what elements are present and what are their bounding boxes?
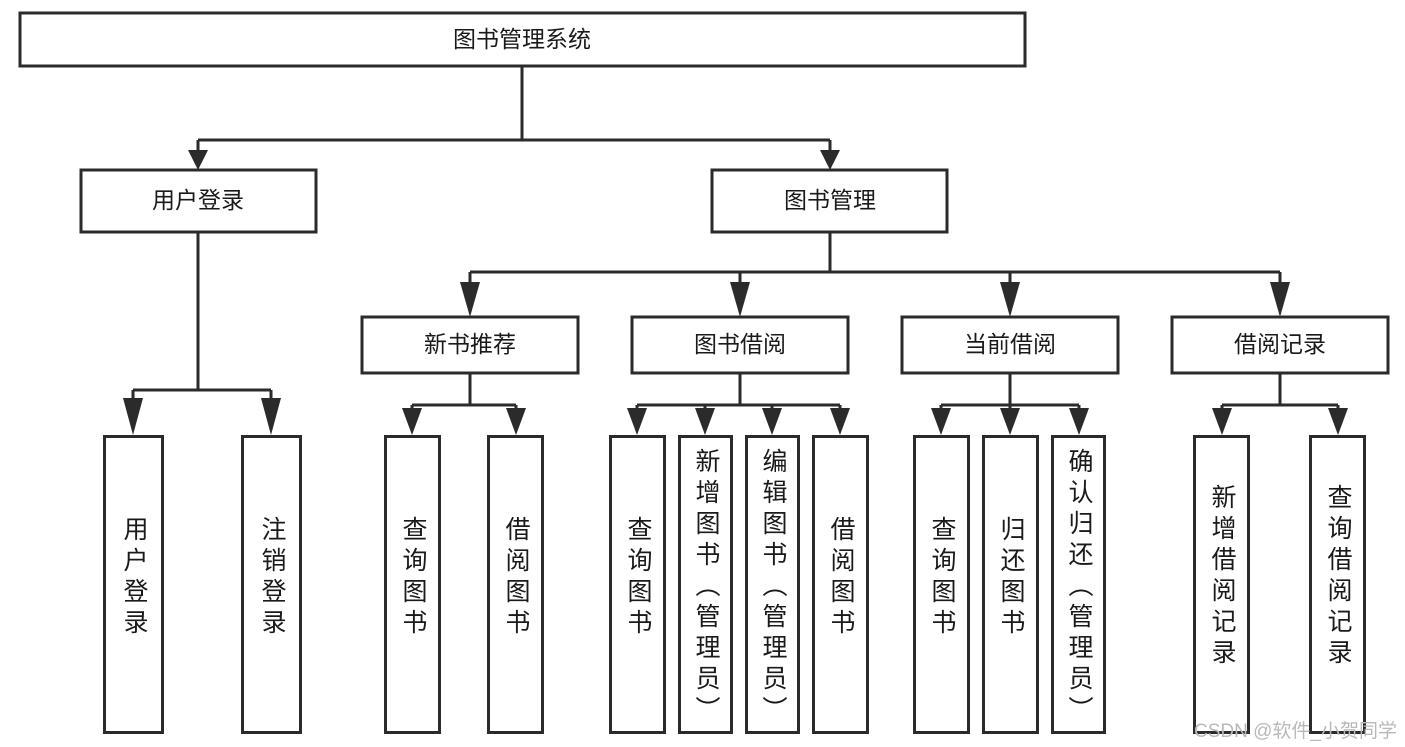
edges-borrowrecord-to-leaves — [1212, 373, 1348, 435]
arrowhead-leaf-return-book — [1000, 408, 1020, 435]
edges-bookborrow-to-leaves — [627, 373, 850, 435]
node-root[interactable]: 图书管理系统 — [18, 11, 1027, 68]
edges-userlogin-to-leaves — [123, 232, 281, 435]
arrowhead-leaf-query-book-1 — [402, 408, 422, 435]
node-leaf-query-book-2[interactable]: 查询图书 — [609, 435, 666, 734]
arrowhead-leaf-logout — [261, 398, 281, 435]
node-user-login[interactable]: 用户登录 — [79, 168, 318, 234]
node-leaf-borrow-book-1-label: 借阅图书 — [502, 516, 530, 640]
node-leaf-edit-book-label: 编辑图书（管理员） — [759, 448, 787, 727]
edges-root-to-level2 — [188, 66, 840, 170]
node-leaf-query-book-3-label: 查询图书 — [928, 516, 956, 640]
arrowhead-leaf-edit-book — [762, 408, 782, 435]
arrowhead-bookborrow — [730, 282, 750, 317]
node-leaf-query-record-label: 查询借阅记录 — [1324, 484, 1352, 670]
node-root-label: 图书管理系统 — [453, 26, 591, 52]
node-leaf-add-record[interactable]: 新增借阅记录 — [1193, 435, 1250, 734]
node-user-login-label: 用户登录 — [152, 187, 244, 213]
node-leaf-query-book-1-label: 查询图书 — [399, 516, 427, 640]
csdn-watermark: CSDN @软件_小贺同学 — [1194, 721, 1397, 742]
arrowhead-leaf-query-book-3 — [931, 408, 951, 435]
node-user-login-rect — [79, 168, 318, 234]
node-leaf-add-book-label: 新增图书（管理员） — [692, 448, 720, 727]
node-leaf-return-book[interactable]: 归还图书 — [982, 435, 1039, 734]
arrowhead-leaf-query-book-2 — [627, 408, 647, 435]
node-current-borrow[interactable]: 当前借阅 — [900, 315, 1120, 375]
arrowhead-book-manage — [820, 150, 840, 170]
node-leaf-query-book-3[interactable]: 查询图书 — [913, 435, 970, 734]
arrowhead-leaf-query-record — [1328, 408, 1348, 435]
node-book-borrow[interactable]: 图书借阅 — [630, 315, 850, 375]
node-book-manage-label: 图书管理 — [784, 187, 876, 213]
node-book-borrow-label: 图书借阅 — [694, 331, 786, 357]
node-leaf-add-book[interactable]: 新增图书（管理员） — [678, 435, 733, 734]
node-borrow-record[interactable]: 借阅记录 — [1170, 315, 1390, 375]
node-borrow-record-rect — [1170, 315, 1390, 375]
node-leaf-add-record-label: 新增借阅记录 — [1208, 484, 1236, 670]
node-new-book-rec-rect — [360, 315, 580, 375]
arrowhead-leaf-add-book — [695, 408, 715, 435]
arrowhead-leaf-borrow-book-1 — [506, 408, 526, 435]
node-leaf-borrow-book-2[interactable]: 借阅图书 — [812, 435, 869, 734]
edges-bookmanage-to-level3 — [460, 232, 1290, 317]
node-leaf-borrow-book-2-label: 借阅图书 — [827, 516, 855, 640]
node-leaf-logout[interactable]: 注销登录 — [241, 435, 302, 734]
arrowhead-leaf-user-login — [123, 398, 143, 435]
node-book-manage-rect — [710, 168, 949, 234]
node-current-borrow-rect — [900, 315, 1120, 375]
node-leaf-confirm-return-label: 确认归还（管理员） — [1065, 448, 1093, 727]
node-new-book-rec[interactable]: 新书推荐 — [360, 315, 580, 375]
node-book-borrow-rect — [630, 315, 850, 375]
node-leaf-edit-book[interactable]: 编辑图书（管理员） — [745, 435, 800, 734]
node-leaf-user-login[interactable]: 用户登录 — [103, 435, 164, 734]
node-leaf-borrow-book-1[interactable]: 借阅图书 — [487, 435, 544, 734]
node-root-rect — [18, 11, 1027, 68]
edges-currentborrow-to-leaves — [931, 373, 1089, 435]
node-leaf-query-book-1[interactable]: 查询图书 — [384, 435, 441, 734]
node-leaf-query-record[interactable]: 查询借阅记录 — [1309, 435, 1366, 734]
node-leaf-return-book-label: 归还图书 — [997, 516, 1025, 640]
node-book-manage[interactable]: 图书管理 — [710, 168, 949, 234]
node-current-borrow-label: 当前借阅 — [964, 331, 1056, 357]
node-leaf-logout-label: 注销登录 — [258, 516, 286, 640]
edges-newbook-to-leaves — [402, 373, 526, 435]
arrowhead-currentborrow — [1000, 282, 1020, 317]
arrowhead-leaf-add-record — [1212, 408, 1232, 435]
arrowhead-user-login — [188, 150, 208, 170]
arrowhead-leaf-confirm-return — [1069, 408, 1089, 435]
arrowhead-leaf-borrow-book-2 — [830, 408, 850, 435]
node-leaf-user-login-label: 用户登录 — [120, 516, 148, 640]
node-leaf-confirm-return[interactable]: 确认归还（管理员） — [1051, 435, 1106, 734]
arrowhead-newbook — [460, 282, 480, 317]
arrowhead-borrowrecord — [1270, 282, 1290, 317]
node-new-book-rec-label: 新书推荐 — [424, 331, 516, 357]
node-borrow-record-label: 借阅记录 — [1234, 331, 1326, 357]
node-leaf-query-book-2-label: 查询图书 — [624, 516, 652, 640]
